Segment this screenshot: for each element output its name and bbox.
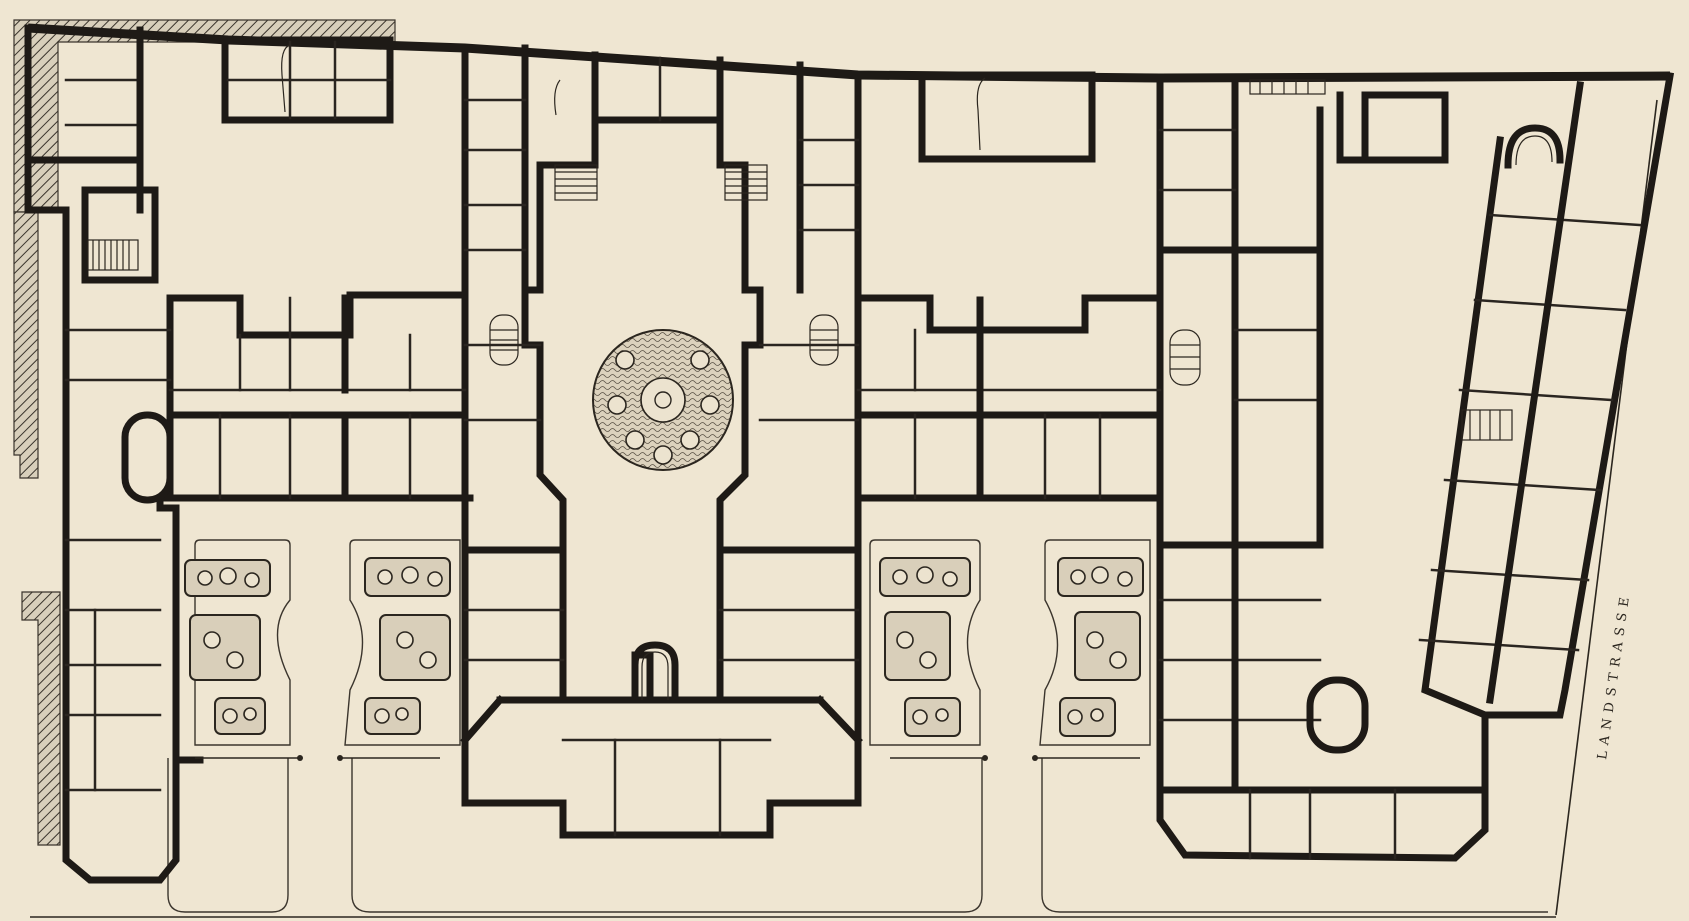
stair-east-wing-mid [1461,409,1513,441]
garden-shrubs [197,566,1133,725]
west-block-rooms [24,26,392,792]
stair-east-wing [1504,124,1564,169]
stair-central-left [554,164,598,201]
central-block-rooms [460,44,863,837]
staircases [87,44,1564,704]
garden-bed [189,614,261,681]
fountain-center [654,391,672,409]
stair-hall-right [809,314,839,366]
courtyard-outlines [167,758,1548,913]
stair-central-right [724,164,768,201]
gate-lines [195,755,1140,761]
wing-rooms-west [166,294,469,502]
garden-bed [379,614,451,681]
east-block-rooms [1156,74,1642,860]
stair-northwest [87,239,139,271]
stair-north-blocks [281,44,986,151]
fountain-shrubs [607,350,720,465]
wing-rooms-east [854,296,1164,502]
garden-bed [904,697,961,737]
outer-walls [24,23,1675,884]
garden-bed [1074,611,1141,681]
street-label: LANDSTRASSE [1595,590,1633,760]
stair-east-north [1249,79,1326,95]
garden-bed [1059,697,1116,737]
front-gardens [184,539,1151,746]
garden-bed [884,611,951,681]
stair-hall-left [489,314,519,366]
central-court [521,116,764,704]
neighbor-wall-hatching [13,19,396,846]
site-boundary: LANDSTRASSE [30,99,1658,918]
stair-east-hall [1169,329,1201,386]
garden-bed [364,697,421,735]
stair-central-south [631,641,679,704]
garden-bed [214,697,266,735]
